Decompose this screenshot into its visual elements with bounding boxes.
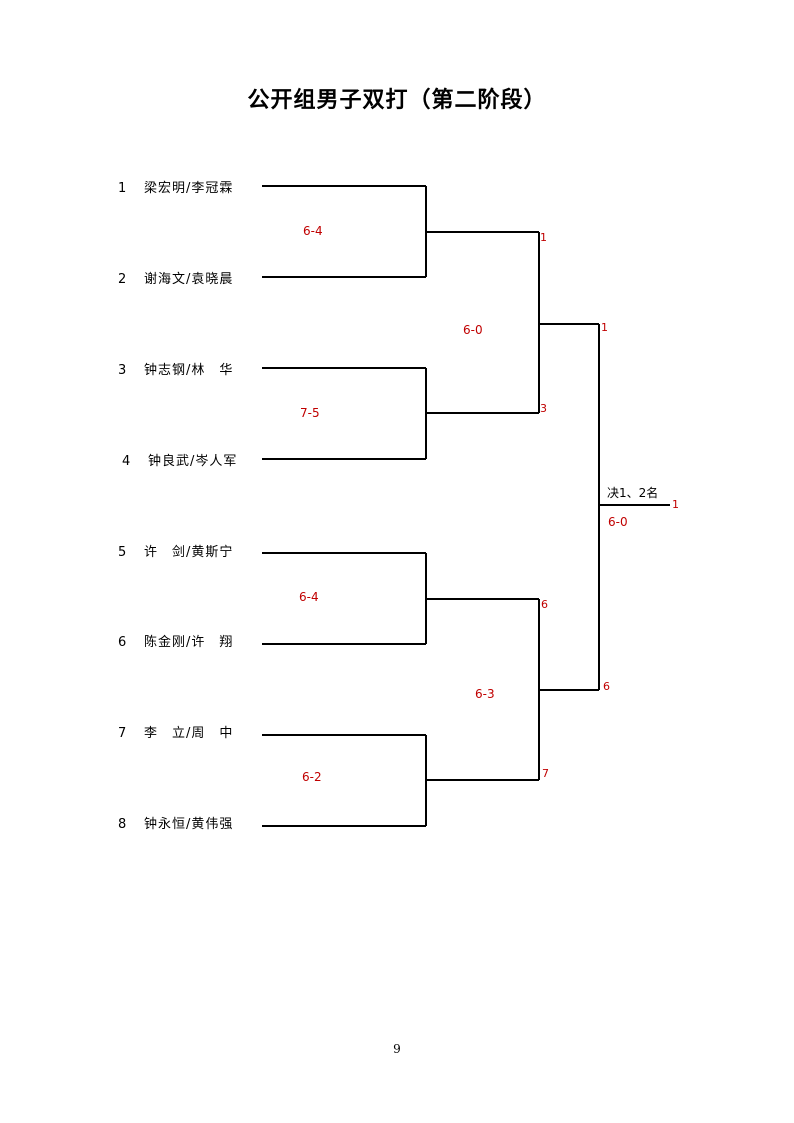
entry-row: 5 许 剑/黄斯宁 <box>118 541 233 560</box>
entry-name: 许 剑/黄斯宁 <box>144 545 234 560</box>
champion-number: 1 <box>672 498 679 511</box>
entry-name: 钟志钢/林 华 <box>144 363 234 378</box>
entry-row: 6 陈金刚/许 翔 <box>118 631 233 650</box>
match-score: 6-2 <box>302 770 322 784</box>
winner-number: 6 <box>541 598 548 611</box>
entry-row: 8 钟永恒/黄伟强 <box>118 813 233 832</box>
entry-name: 李 立/周 中 <box>144 726 234 741</box>
match-score: 6-3 <box>475 687 495 701</box>
winner-number: 1 <box>540 231 547 244</box>
entry-name: 梁宏明/李冠霖 <box>144 181 234 196</box>
entry-name: 钟良武/岑人军 <box>148 454 238 469</box>
entry-seed: 8 <box>118 817 128 832</box>
match-score: 6-4 <box>299 590 319 604</box>
entry-seed: 3 <box>118 363 128 378</box>
entry-seed: 4 <box>122 454 132 469</box>
entry-row: 2 谢海文/袁晓晨 <box>118 268 233 287</box>
winner-number: 6 <box>603 680 610 693</box>
entry-seed: 7 <box>118 726 128 741</box>
match-score: 7-5 <box>300 406 320 420</box>
entry-row: 3 钟志钢/林 华 <box>118 359 233 378</box>
entry-name: 谢海文/袁晓晨 <box>144 272 234 287</box>
match-score: 6-4 <box>303 224 323 238</box>
final-label: 决1、2名 <box>607 486 659 500</box>
final-score: 6-0 <box>608 515 628 529</box>
entry-row: 1 梁宏明/李冠霖 <box>118 177 233 196</box>
entry-seed: 6 <box>118 635 128 650</box>
entry-row: 7 李 立/周 中 <box>118 722 233 741</box>
winner-number: 3 <box>540 402 547 415</box>
entry-name: 钟永恒/黄伟强 <box>144 817 234 832</box>
entry-name: 陈金刚/许 翔 <box>144 635 234 650</box>
entry-seed: 5 <box>118 545 128 560</box>
winner-number: 7 <box>542 767 549 780</box>
page-title: 公开组男子双打（第二阶段） <box>247 88 547 113</box>
entry-seed: 1 <box>118 181 128 196</box>
match-score: 6-0 <box>463 323 483 337</box>
page-number: 9 <box>393 1042 401 1056</box>
winner-number: 1 <box>601 321 608 334</box>
entry-seed: 2 <box>118 272 128 287</box>
entry-row: 4 钟良武/岑人军 <box>122 450 237 469</box>
